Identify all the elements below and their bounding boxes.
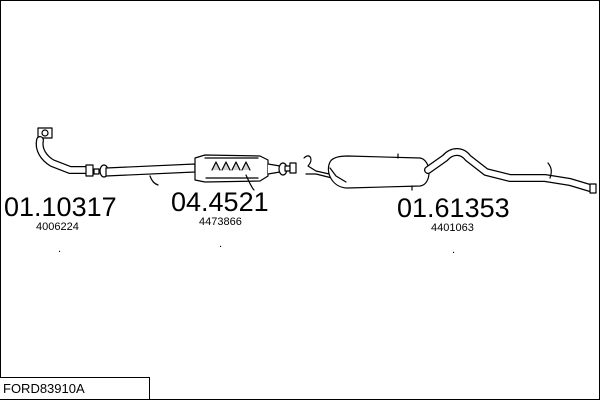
dot-marker-1: . xyxy=(58,243,61,255)
footer-label-box: FORD83910A xyxy=(0,377,150,399)
dot-marker-2: . xyxy=(219,238,222,250)
front-downpipe xyxy=(35,127,100,177)
dot-marker-3: . xyxy=(452,244,455,256)
part-number-1: 01.10317 xyxy=(4,192,117,222)
part-number-3: 01.61353 xyxy=(397,193,510,223)
part-code-3: 4401063 xyxy=(431,222,474,234)
part-code-2: 4473866 xyxy=(199,216,242,228)
part-number-2: 04.4521 xyxy=(171,187,269,217)
footer-label: FORD83910A xyxy=(3,381,85,396)
part-code-1: 4006224 xyxy=(36,221,79,233)
rear-silencer xyxy=(289,148,597,194)
catalytic-converter-pipe xyxy=(99,154,291,191)
